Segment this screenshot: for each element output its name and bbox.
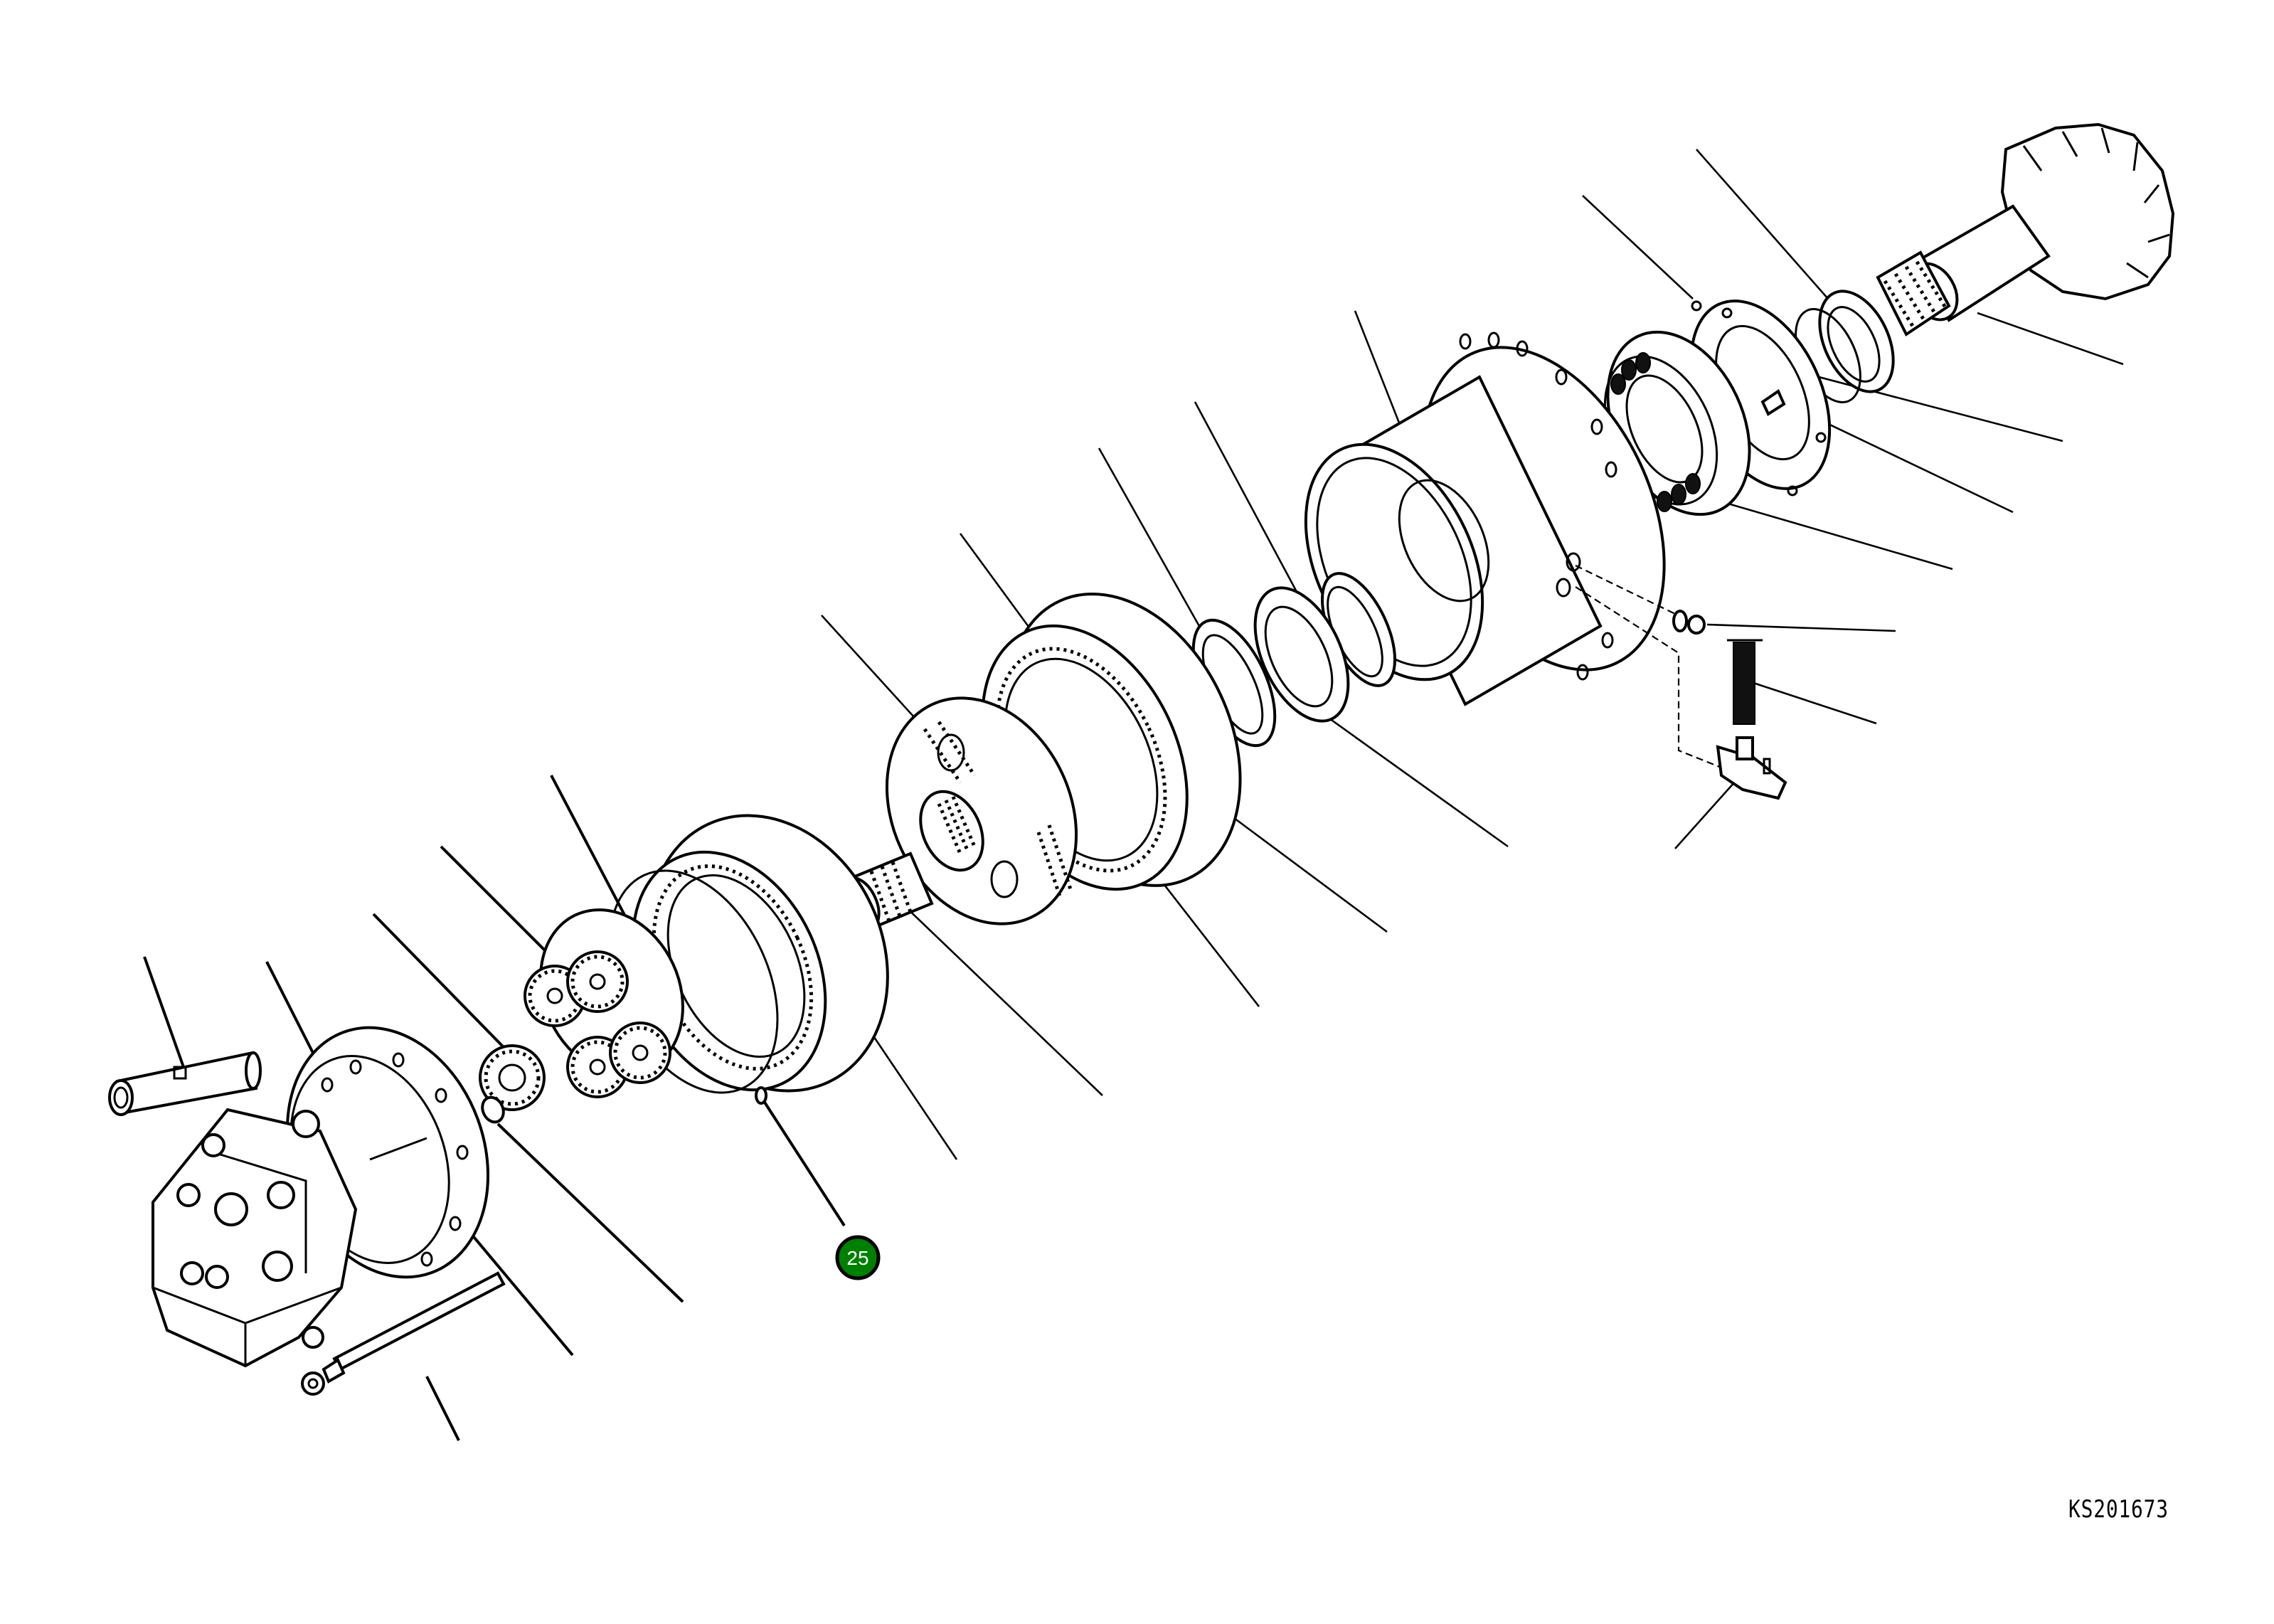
leader-line-output-shaft: [1977, 312, 2124, 366]
swing-motor[interactable]: [152, 999, 521, 1368]
leader-line-thrust-washer: [496, 1123, 684, 1303]
leader-line-snap-ring: [550, 775, 627, 918]
seal-ring[interactable]: [1782, 280, 1908, 412]
o-ring[interactable]: [755, 1086, 767, 1105]
leader-line-plug: [1706, 623, 1896, 632]
leader-line-seal-ring: [1696, 149, 1829, 299]
planet-gears[interactable]: [514, 886, 709, 1098]
leader-line-retainer: [1098, 447, 1211, 644]
leader-line-ring-gear-lower: [1233, 817, 1388, 933]
plug-with-o-ring[interactable]: [1672, 610, 1706, 635]
leader-line-bearing-retainer-lower: [1319, 710, 1509, 848]
leader-line-first-ring-gear: [859, 1017, 958, 1160]
housing[interactable]: [1270, 309, 1733, 773]
leader-line-motor-flange: [265, 961, 318, 1061]
callout-bubble[interactable]: [835, 1235, 881, 1280]
leader-line-carrier: [821, 615, 929, 733]
leader-line-oil-seal: [1194, 401, 1303, 602]
callout-25[interactable]: 25: [835, 1235, 881, 1280]
leader-line-drain-valve: [1674, 780, 1736, 849]
bearing-retainer[interactable]: [1176, 573, 1367, 758]
leader-line-seal: [1778, 365, 2063, 442]
socket-bolt[interactable]: [301, 1271, 506, 1396]
first-sun-gear[interactable]: [479, 1044, 546, 1111]
leader-line-ring-gear: [959, 533, 1040, 641]
thrust-washer[interactable]: [479, 1094, 508, 1125]
leader-line-callout-25: [761, 1098, 846, 1227]
leader-line-bearing: [1696, 493, 1953, 570]
level-gauge-pipe[interactable]: [1727, 639, 1763, 725]
callout-number: 25: [846, 1247, 868, 1269]
output-pinion-shaft[interactable]: [1876, 122, 2175, 336]
drawing-reference-code: KS201673: [2068, 1495, 2169, 1524]
leader-line-dowel-pin: [143, 956, 185, 1068]
dowel-pin[interactable]: [108, 1051, 262, 1116]
bolt[interactable]: [1760, 388, 1786, 416]
leader-line-cover-plate: [1582, 195, 1694, 299]
planetary-carrier-assembly[interactable]: [851, 667, 1112, 955]
leader-line-sun-gear: [901, 903, 1103, 1096]
leader-line-socket-bolt: [425, 1376, 460, 1441]
drain-valve[interactable]: [1716, 736, 1787, 800]
leader-line-gauge-pipe: [1753, 681, 1877, 725]
